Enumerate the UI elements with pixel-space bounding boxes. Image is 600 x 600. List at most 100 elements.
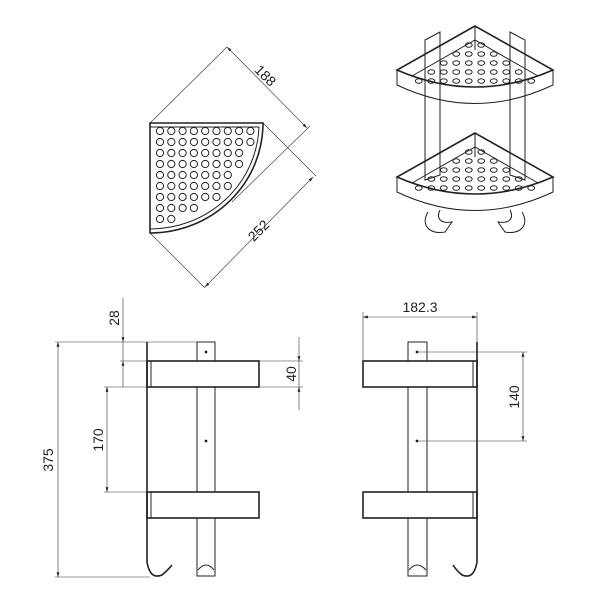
drain-hole [452,69,461,75]
drain-hole [155,214,165,224]
drain-hole [464,149,473,155]
drain-hole [235,126,244,136]
drain-hole [489,78,498,84]
drain-hole [167,192,176,202]
bottom-shelf [395,132,555,211]
drain-hole [427,176,436,182]
bottom-shelf [146,491,260,519]
drain-holes [155,126,255,224]
drain-hole [212,126,221,136]
drain-hole [167,170,176,180]
drain-hole [235,148,244,158]
drain-hole [489,69,498,75]
dimension-170: 170 [90,428,106,452]
drain-hole [223,181,232,191]
front-view: 375 28 170 40 [40,298,303,578]
drain-hole [212,159,221,169]
drain-hole [477,78,486,84]
drain-hole [439,185,448,191]
drain-hole [477,42,486,48]
drain-hole [464,176,473,182]
drain-hole [212,181,221,191]
drain-hole [201,192,210,202]
dimension-140: 140 [506,385,522,409]
dimension-188: 188 [252,62,280,90]
drain-hole [502,176,511,182]
drain-hole [489,167,498,173]
drain-hole [167,159,176,169]
drain-hole [201,181,210,191]
top-shelf [362,360,478,388]
drain-hole [212,137,221,147]
drain-hole [178,148,187,158]
side-view: 182.3 140 [362,299,527,577]
drain-hole [452,51,461,57]
drain-hole [178,137,187,147]
drain-hole [514,78,523,84]
top-shelf [395,25,555,104]
screw-hole [204,439,208,443]
hook [197,564,215,571]
drain-hole [502,69,511,75]
drain-hole [201,148,210,158]
drain-hole [502,167,511,173]
drain-hole [189,137,198,147]
drain-hole [212,148,221,158]
drain-hole [464,42,473,48]
drain-hole [464,78,473,84]
dimension-line-252 [204,176,314,288]
drain-hole [235,137,244,147]
drain-hole [178,192,187,202]
drain-hole [464,167,473,173]
drain-hole [452,176,461,182]
drain-hole [212,192,221,202]
drain-hole [489,60,498,66]
drain-hole [464,158,473,164]
drain-hole [427,69,436,75]
drain-hole [201,137,210,147]
drain-hole [527,78,536,84]
drain-hole [464,60,473,66]
drain-hole [489,51,498,57]
extension-line [262,122,317,177]
drain-hole [155,126,165,136]
hook-left [424,209,454,234]
drain-hole [167,148,176,158]
drain-hole [155,159,165,169]
drain-hole [489,176,498,182]
drain-hole [223,170,232,180]
drain-hole [189,203,198,213]
hook-right [496,209,526,234]
drain-hole [527,185,536,191]
drain-hole [427,185,436,191]
drain-hole [155,148,165,158]
drain-hole [452,60,461,66]
drain-hole [223,159,232,169]
drain-hole [477,176,486,182]
drain-hole [439,176,448,182]
drain-hole [414,185,423,191]
drain-hole [167,137,176,147]
drain-hole [201,126,210,136]
hook [408,564,427,571]
drain-hole [477,185,486,191]
bottom-shelf [362,491,478,519]
drain-hole [189,148,198,158]
drain-hole [167,203,176,213]
drain-hole [155,203,165,213]
drain-hole [212,170,221,180]
drain-hole [502,60,511,66]
drain-hole [439,167,448,173]
drain-hole [439,69,448,75]
wall-bracket [196,341,216,577]
extension-line [231,125,311,203]
drain-hole [439,60,448,66]
dimension-375: 375 [40,448,56,472]
dimension-252: 252 [245,216,273,244]
drain-hole [155,170,165,180]
drain-hole [178,159,187,169]
drain-hole [477,158,486,164]
drain-hole [223,148,232,158]
drain-hole [414,78,423,84]
